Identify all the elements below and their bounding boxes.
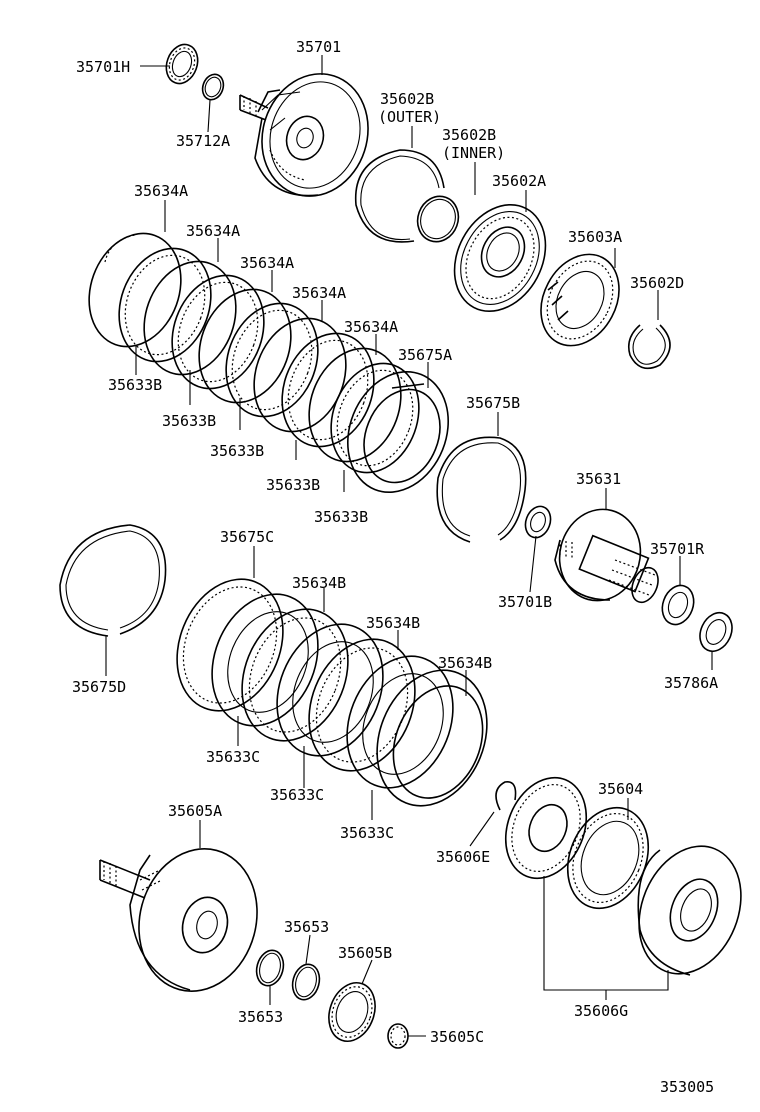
- label-35701R: 35701R: [650, 540, 705, 558]
- part-35701B: [524, 505, 552, 539]
- label-35633B-5: 35633B: [314, 508, 368, 526]
- leader-lines: [105, 55, 713, 1037]
- disc-35633B-1: [118, 247, 212, 363]
- label-35633B-1: 35633B: [108, 376, 162, 394]
- part-35653-a: [255, 949, 285, 987]
- label-35634A-3: 35634A: [240, 254, 294, 272]
- disc-35634A-2: [143, 260, 237, 376]
- label-35633B-3: 35633B: [210, 442, 264, 460]
- part-35675B: [436, 436, 527, 543]
- label-35633B-2: 35633B: [162, 412, 216, 430]
- label-35606E: 35606E: [436, 848, 490, 866]
- part-35675A: [346, 370, 450, 494]
- disc-35633B-4: [281, 332, 375, 448]
- part-35602A: [453, 203, 547, 313]
- label-35675D: 35675D: [72, 678, 126, 696]
- label-35602A: 35602A: [492, 172, 546, 190]
- label-35634A-4: 35634A: [292, 284, 346, 302]
- label-35602B-outer-sub: (OUTER): [378, 108, 441, 126]
- label-35634B-1: 35634B: [292, 574, 346, 592]
- label-35605C: 35605C: [430, 1028, 484, 1046]
- part-35606G-piston: [637, 845, 742, 976]
- label-35701B: 35701B: [498, 593, 552, 611]
- part-35701H: [165, 43, 199, 85]
- label-35602B-inner: 35602B: [442, 126, 496, 144]
- part-35701R: [661, 584, 695, 626]
- label-35653-1: 35653: [284, 918, 329, 936]
- label-35633B-4: 35633B: [266, 476, 320, 494]
- part-35603A: [540, 253, 620, 347]
- disc-35634B-1: [241, 608, 349, 742]
- label-35675A: 35675A: [398, 346, 452, 364]
- label-35786A: 35786A: [664, 674, 718, 692]
- disc-35633B-5: [330, 362, 420, 474]
- label-35634B-2: 35634B: [366, 614, 420, 632]
- label-35634B-3: 35634B: [438, 654, 492, 672]
- label-35653-2: 35653: [238, 1008, 283, 1026]
- part-35675C: [176, 578, 284, 712]
- disc-35634A-1: [88, 232, 182, 348]
- label-35603A: 35603A: [568, 228, 622, 246]
- part-35606E: [495, 781, 517, 811]
- part-35631: [554, 508, 659, 604]
- label-35675C: 35675C: [220, 528, 274, 546]
- label-35634A-1: 35634A: [134, 182, 188, 200]
- label-35606G: 35606G: [574, 1002, 628, 1020]
- part-35701-drum: [239, 73, 369, 197]
- label-35633C-1: 35633C: [206, 748, 260, 766]
- part-35604: [566, 806, 650, 910]
- label-35712A: 35712A: [176, 132, 230, 150]
- label-35701: 35701: [296, 38, 341, 56]
- disc-35634A-5: [308, 347, 402, 463]
- part-35602B-outer: [354, 149, 445, 243]
- disc-35633B-3: [225, 302, 319, 418]
- part-35605C: [387, 1023, 409, 1049]
- label-35602B-inner-sub: (INNER): [442, 144, 505, 162]
- part-35653-b: [291, 963, 321, 1001]
- label-35605B: 35605B: [338, 944, 392, 962]
- label-35675B: 35675B: [466, 394, 520, 412]
- disc-35634B-3: [376, 669, 488, 807]
- part-35606G-gear: [504, 776, 588, 880]
- label-35631: 35631: [576, 470, 621, 488]
- label-35634A-2: 35634A: [186, 222, 240, 240]
- label-35602B-outer: 35602B: [380, 90, 434, 108]
- part-35675D: [59, 524, 167, 637]
- figure-number: 353005: [660, 1078, 714, 1096]
- label-35604: 35604: [598, 780, 643, 798]
- label-35701H: 35701H: [76, 58, 130, 76]
- disc-35634A-3: [198, 288, 292, 404]
- label-35602D: 35602D: [630, 274, 684, 292]
- label-35605A: 35605A: [168, 802, 222, 820]
- disc-35633C-1: [211, 593, 319, 727]
- label-35634A-5: 35634A: [344, 318, 398, 336]
- part-35786A: [699, 611, 733, 653]
- part-labels: 35701H 35701 35712A 35602B (OUTER) 35602…: [72, 38, 718, 1096]
- part-35605A: [99, 848, 258, 992]
- disc-35633B-2: [171, 274, 265, 390]
- label-35633C-2: 35633C: [270, 786, 324, 804]
- label-35633C-3: 35633C: [340, 824, 394, 842]
- part-35605B: [328, 982, 376, 1042]
- part-35602B-inner: [416, 195, 460, 243]
- part-35602D: [627, 324, 671, 370]
- clutch-pack-lower: [176, 578, 488, 807]
- part-35712A: [201, 73, 225, 101]
